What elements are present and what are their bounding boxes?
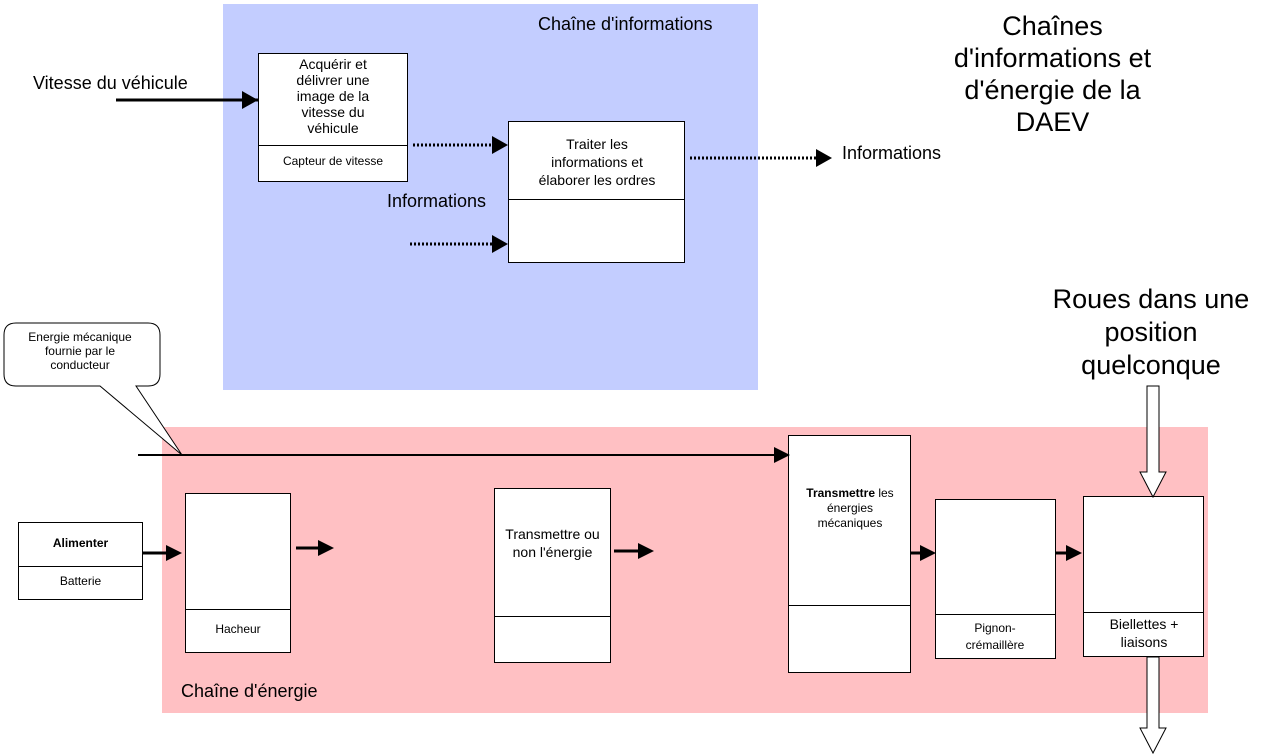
informations-mid-label: Informations bbox=[387, 191, 487, 211]
wheels-input-hollow-arrow bbox=[1139, 385, 1167, 499]
rods-box: Biellettes + liaisons bbox=[1083, 496, 1204, 657]
rack-separator bbox=[936, 614, 1055, 615]
energy-chain-title: Chaîne d'énergie bbox=[181, 681, 318, 701]
supply-function-text: Alimenter bbox=[52, 536, 109, 550]
information-chain-title: Chaîne d'informations bbox=[538, 14, 713, 34]
callout-text: Energie mécanique fournie par le conduct… bbox=[28, 330, 132, 372]
rods-separator bbox=[1084, 612, 1203, 613]
transmit-function-bold: Transmettre bbox=[806, 486, 875, 500]
informations-output-label: Informations bbox=[842, 143, 942, 163]
transmit-separator bbox=[789, 605, 910, 606]
clutch-function-text: Transmettre ou non l'énergie bbox=[505, 526, 600, 560]
transmit-function-text: Transmettre les énergies mécaniques bbox=[795, 486, 905, 531]
supply-component-text: Batterie bbox=[59, 574, 102, 588]
rack-box: Pignon-crémaillère bbox=[935, 499, 1056, 659]
acquire-component-text: Capteur de vitesse bbox=[282, 154, 384, 168]
diagram-heading: Chaînes d'informations et d'énergie de l… bbox=[953, 11, 1152, 137]
clutch-separator bbox=[495, 616, 610, 617]
rack-component-text: Pignon-crémaillère bbox=[965, 621, 1025, 652]
chopper-component-text: Hacheur bbox=[215, 622, 261, 636]
process-box: Traiter les informations et élaborer les… bbox=[508, 121, 685, 263]
chopper-box: Hacheur bbox=[185, 493, 291, 653]
wheels-output-hollow-arrow bbox=[1139, 656, 1167, 755]
acquire-function-text: Acquérir et délivrer une image de la vit… bbox=[296, 56, 370, 136]
supply-box: Alimenter Batterie bbox=[18, 522, 143, 600]
transmit-box: Transmettre les énergies mécaniques bbox=[788, 435, 911, 673]
vehicle-speed-label: Vitesse du véhicule bbox=[33, 73, 188, 93]
acquire-separator bbox=[259, 145, 407, 146]
clutch-box: Transmettre ou non l'énergie bbox=[494, 488, 611, 663]
supply-separator bbox=[19, 566, 142, 567]
acquire-box: Acquérir et délivrer une image de la vit… bbox=[258, 53, 408, 182]
chopper-separator bbox=[186, 609, 290, 610]
wheels-label: Roues dans une position quelconque bbox=[1052, 284, 1250, 380]
process-function-text: Traiter les informations et élaborer les… bbox=[538, 136, 656, 188]
rods-component-text: Biellettes + liaisons bbox=[1109, 616, 1179, 650]
transmit-function-rest: les énergies mécaniques bbox=[817, 486, 894, 530]
process-separator bbox=[509, 199, 684, 200]
